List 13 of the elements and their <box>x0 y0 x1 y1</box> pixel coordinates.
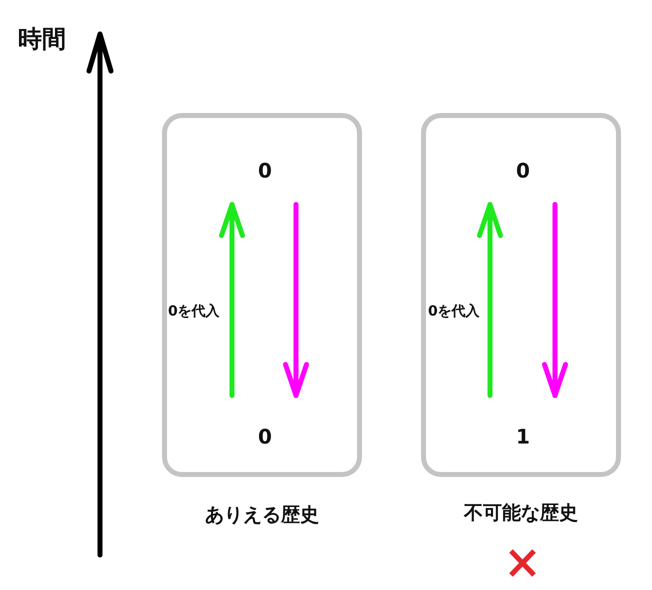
box-title: 不可能な歴史 <box>464 503 578 524</box>
arrow <box>283 202 309 398</box>
arrow <box>477 202 503 398</box>
arrow <box>219 202 245 398</box>
box-title: ありえる歴史 <box>205 505 319 526</box>
value-text: 1 <box>516 426 530 448</box>
value-text: 0 <box>516 160 530 182</box>
edge-label: 0を代入 <box>168 304 220 320</box>
axis-label: 時間 <box>18 26 66 52</box>
value-text: 0 <box>258 160 272 182</box>
edge-label: 0を代入 <box>428 304 480 320</box>
arrow <box>542 202 568 398</box>
value-text: 0 <box>258 426 272 448</box>
